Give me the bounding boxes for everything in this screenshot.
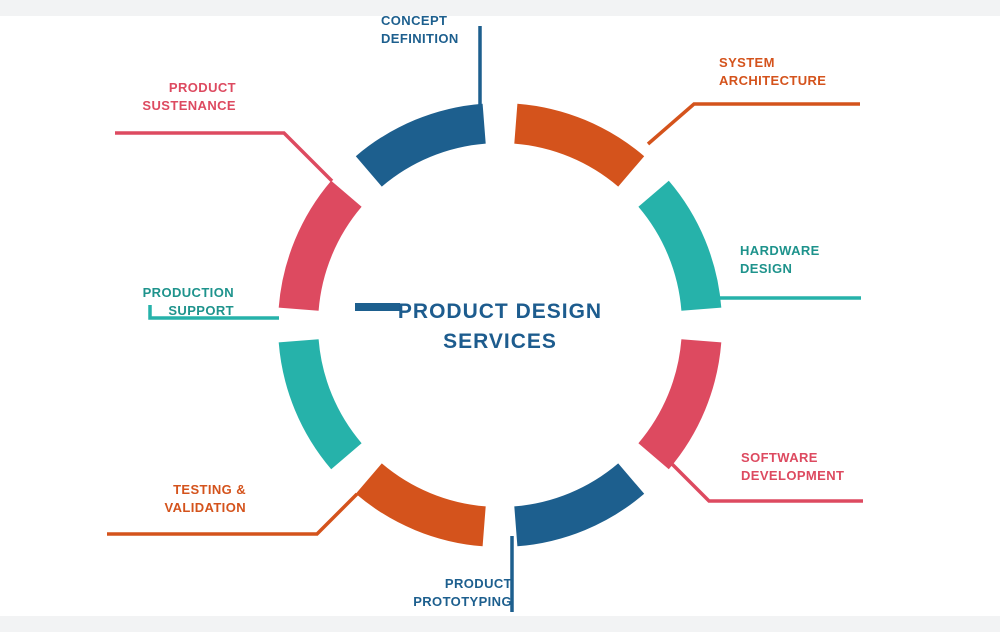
top-letterbox-bar <box>0 0 1000 16</box>
label-product-prototyping: PRODUCT PROTOTYPING <box>413 576 512 609</box>
arc-production-support <box>278 339 362 470</box>
arc-testing-validation <box>355 463 486 547</box>
label-production-support: PRODUCTION SUPPORT <box>142 285 234 318</box>
label-testing-validation: TESTING & VALIDATION <box>164 482 246 515</box>
leader-product-sustenance <box>115 131 334 183</box>
arc-software-development <box>638 339 722 470</box>
center-title: PRODUCT DESIGN SERVICES <box>350 297 650 357</box>
arc-product-prototyping <box>514 463 645 547</box>
label-product-sustenance: PRODUCT SUSTENANCE <box>142 80 236 113</box>
label-system-architecture: SYSTEM ARCHITECTURE <box>719 55 827 88</box>
label-hardware-design: HARDWARE DESIGN <box>740 243 820 276</box>
leader-system-architecture <box>646 102 860 146</box>
center-title-line1: PRODUCT DESIGN <box>397 300 603 323</box>
center-title-line2: SERVICES <box>443 330 557 353</box>
bottom-letterbox-bar <box>0 616 1000 632</box>
arc-product-sustenance <box>278 180 362 311</box>
leader-testing-validation <box>107 492 359 536</box>
arc-concept-definition <box>355 103 486 187</box>
arc-hardware-design <box>638 180 722 311</box>
arc-system-architecture <box>514 103 645 187</box>
label-software-development: SOFTWARE DEVELOPMENT <box>741 450 845 483</box>
label-concept-definition: CONCEPT DEFINITION <box>381 13 459 46</box>
center-title-dash <box>355 303 400 311</box>
leader-production-support <box>148 305 279 320</box>
leader-software-development <box>658 450 863 503</box>
